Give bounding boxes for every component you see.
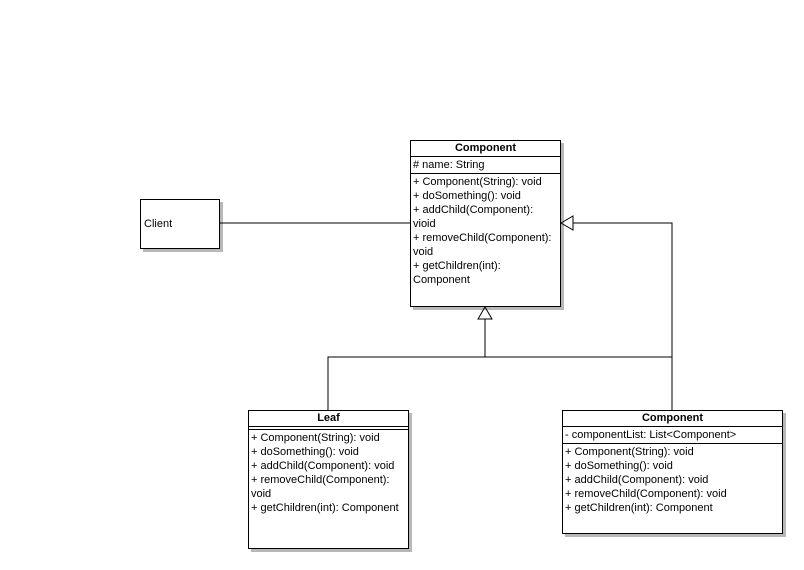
generalization-leaf-path — [327, 319, 486, 410]
method-line: + Component(String): void — [413, 176, 542, 188]
generalization-arrowhead-bottom — [477, 306, 493, 320]
composite-class-name: Component — [563, 411, 782, 427]
method-line: + addChild(Component): void — [565, 474, 709, 486]
method-line: + doSomething(): void — [251, 446, 359, 458]
composite-methods: + Component(String): void + doSomething(… — [563, 444, 782, 516]
leaf-methods: + Component(String): void + doSomething(… — [249, 430, 408, 516]
method-line: + Component(String): void — [565, 446, 694, 458]
method-line: + removeChild(Component): void — [251, 474, 393, 500]
leaf-class-box[interactable]: Leaf + Component(String): void + doSomet… — [248, 410, 409, 549]
leaf-class-name: Leaf — [249, 411, 408, 427]
method-line: + doSomething(): void — [413, 190, 521, 202]
attribute-line: # name: String — [413, 159, 485, 171]
client-class-name: Client — [144, 218, 173, 230]
component-attributes: # name: String — [411, 157, 560, 174]
component-class-name: Component — [411, 141, 560, 157]
generalization-arrowhead-side — [560, 215, 574, 231]
component-methods: + Component(String): void + doSomething(… — [411, 174, 560, 288]
method-line: + getChildren(int): Component — [251, 502, 399, 514]
method-line: + doSomething(): void — [565, 460, 673, 472]
method-line: + getChildren(int): Component — [413, 260, 504, 286]
generalization-composite-bottom-path — [485, 356, 673, 410]
component-class-box[interactable]: Component # name: String + Component(Str… — [410, 140, 561, 307]
client-class-box[interactable]: Client — [140, 199, 220, 249]
method-line: + removeChild(Component): void — [565, 488, 727, 500]
method-line: + removeChild(Component): void — [413, 232, 555, 258]
method-line: + addChild(Component): void — [251, 460, 395, 472]
method-line: + addChild(Component): vioid — [413, 204, 537, 230]
composite-class-box[interactable]: Component - componentList: List<Componen… — [562, 410, 783, 534]
leaf-attributes — [249, 427, 408, 430]
generalization-composite-side-path — [573, 222, 673, 410]
attribute-line: - componentList: List<Component> — [565, 429, 737, 441]
method-line: + Component(String): void — [251, 432, 380, 444]
method-line: + getChildren(int): Component — [565, 502, 713, 514]
composite-attributes: - componentList: List<Component> — [563, 427, 782, 444]
